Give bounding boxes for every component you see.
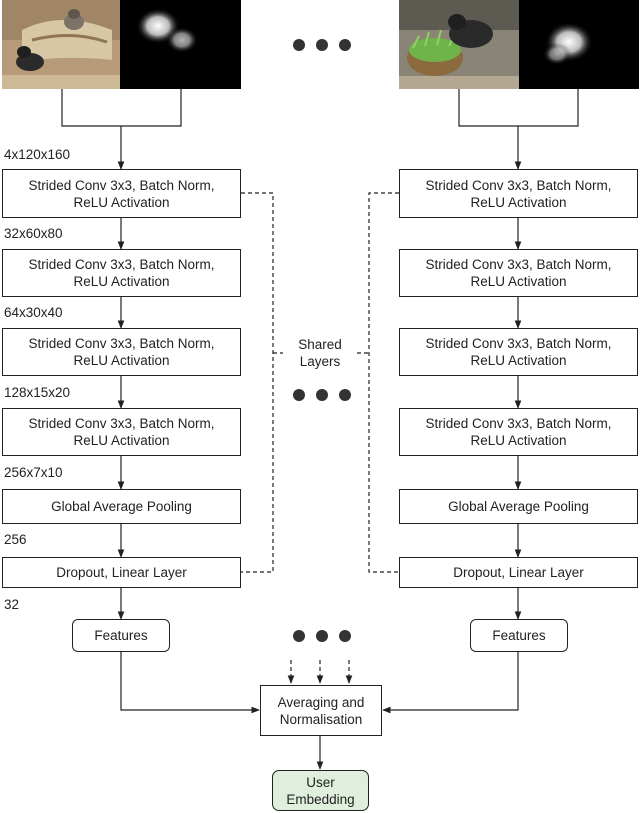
conv-block-2-left: Strided Conv 3x3, Batch Norm, ReLU Activ… <box>2 249 241 297</box>
input-photo-right <box>399 0 519 89</box>
input-photo-left <box>2 0 120 89</box>
averaging-normalisation-box: Averaging and Normalisation <box>260 685 382 736</box>
dim-label: 256 <box>4 532 27 547</box>
dim-label: 256x7x10 <box>4 465 63 480</box>
pooling-block-right: Global Average Pooling <box>399 489 638 524</box>
conv-block-4-left: Strided Conv 3x3, Batch Norm, ReLU Activ… <box>2 408 241 456</box>
dim-label: 32 <box>4 597 20 612</box>
conv-block-4-right: Strided Conv 3x3, Batch Norm, ReLU Activ… <box>399 408 638 456</box>
conv-block-3-left: Strided Conv 3x3, Batch Norm, ReLU Activ… <box>2 328 241 376</box>
dropout-block-left: Dropout, Linear Layer <box>2 557 241 588</box>
conv-block-1-right: Strided Conv 3x3, Batch Norm, ReLU Activ… <box>399 169 638 218</box>
pooling-block-left: Global Average Pooling <box>2 489 241 524</box>
dropout-block-right: Dropout, Linear Layer <box>399 557 638 588</box>
saliency-map-right <box>519 0 639 89</box>
ellipsis-middle <box>293 389 351 401</box>
ellipsis-bottom <box>293 630 351 642</box>
features-box-left: Features <box>72 619 170 652</box>
conv-block-2-right: Strided Conv 3x3, Batch Norm, ReLU Activ… <box>399 249 638 297</box>
saliency-map-left <box>120 0 241 89</box>
features-box-right: Features <box>470 619 568 652</box>
shared-layers-label: Shared Layers <box>283 336 357 370</box>
ellipsis-top <box>293 39 351 51</box>
user-embedding-box: User Embedding <box>272 770 369 811</box>
dim-label: 4x120x160 <box>4 147 71 162</box>
dim-label: 32x60x80 <box>4 226 63 241</box>
conv-block-3-right: Strided Conv 3x3, Batch Norm, ReLU Activ… <box>399 328 638 376</box>
dim-label: 128x15x20 <box>4 385 71 400</box>
dim-label: 64x30x40 <box>4 305 63 320</box>
conv-block-1-left: Strided Conv 3x3, Batch Norm, ReLU Activ… <box>2 169 241 218</box>
